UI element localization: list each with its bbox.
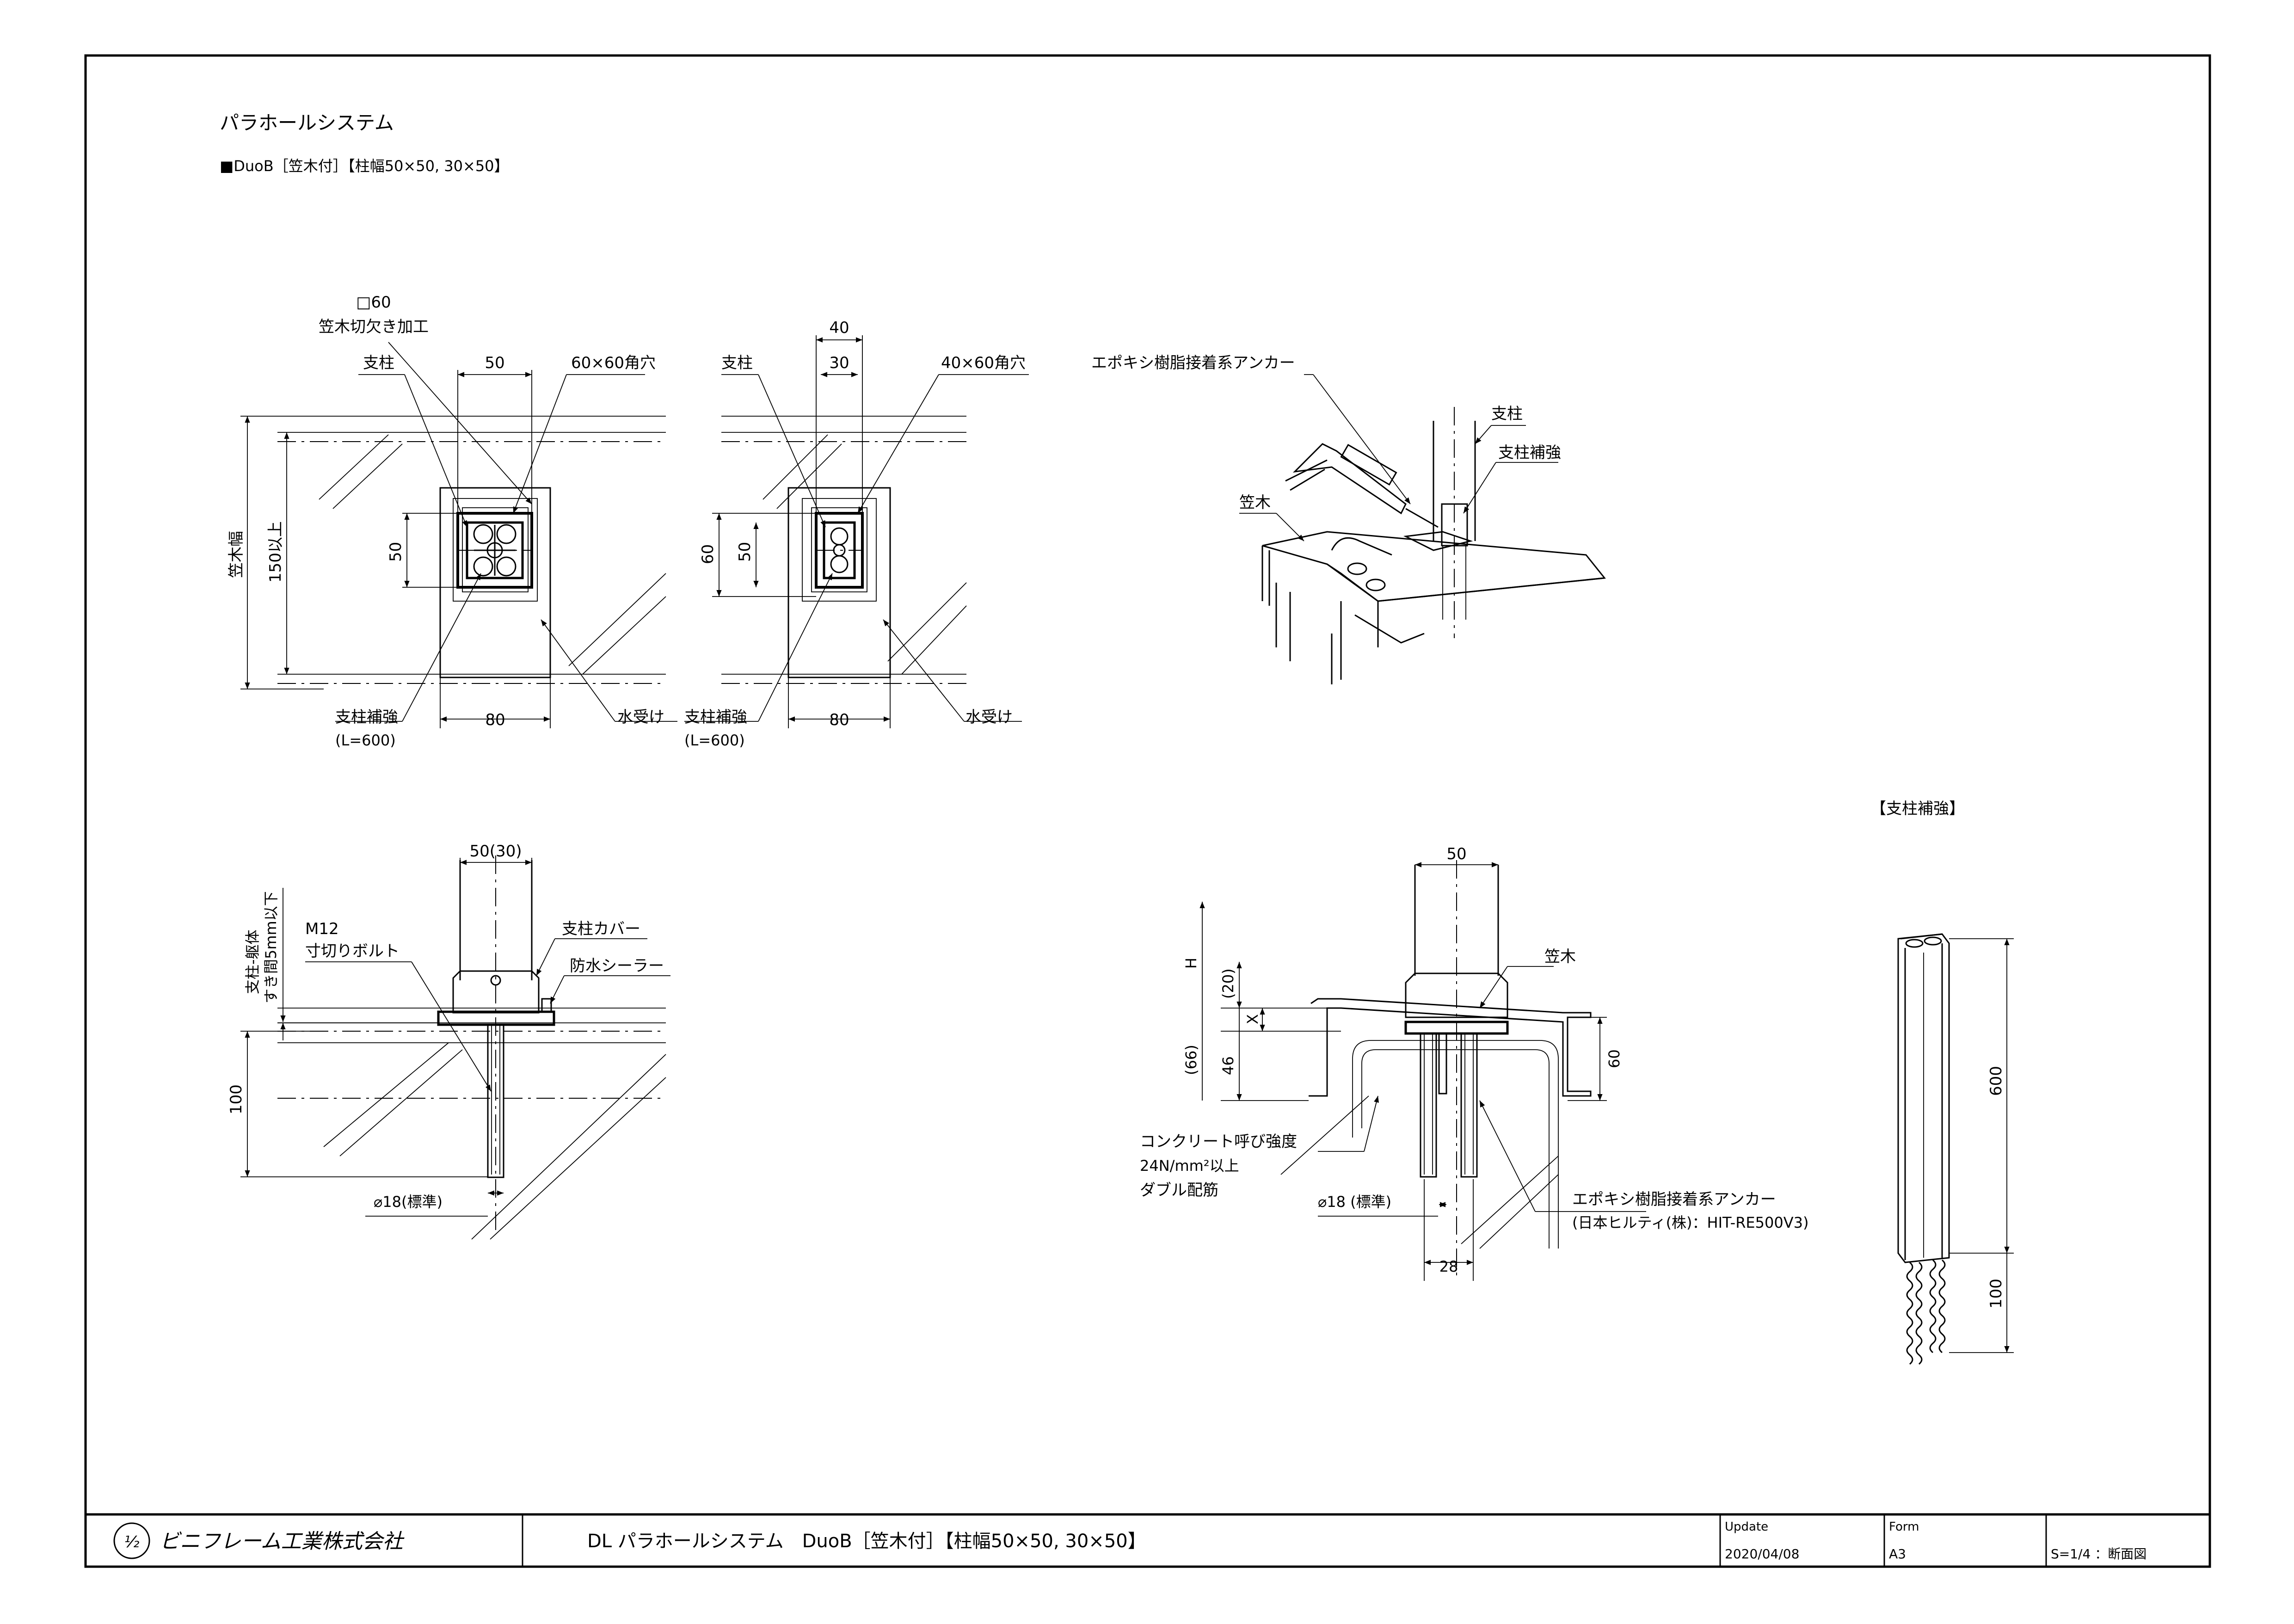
label-h: H [1182,958,1200,969]
label-square-60: □60 [356,293,391,312]
dim-x: X [1244,1014,1261,1024]
drawing-title: DL パラホールシステム DuoB［笠木付］【柱幅50×50, 30×50】 [587,1531,1146,1552]
section-view-left [240,855,670,1240]
dim-60-left: 60 [699,544,717,564]
dim-80-1: 80 [485,711,505,729]
label-water-2: 水受け [966,708,1013,726]
label-hole-40x60: 40×60角穴 [941,354,1026,372]
label-sealer: 防水シーラー [570,957,664,975]
label-concrete-1: コンクリート呼び強度 [1140,1132,1297,1151]
label-post-1: 支柱 [363,354,394,372]
label-reinforce-1: 支柱補強 [335,708,398,726]
label-post-iso: 支柱 [1491,405,1523,423]
label-anchor-section-1: エポキシ樹脂接着系アンカー [1572,1190,1776,1209]
dim-60-right: 60 [1605,1049,1623,1068]
svg-text:½: ½ [124,1533,140,1551]
label-reinforce-2: 支柱補強 [684,708,747,726]
label-anchor-section-2: (日本ヒルティ(株)：HIT-RE500V3) [1572,1214,1808,1231]
dim-20: (20) [1219,968,1237,999]
dim-100-left: 100 [227,1084,246,1114]
page-title: パラホールシステム [220,111,394,134]
label-dia-18-left: ⌀18(標準) [374,1193,443,1211]
dim-50-30: 50(30) [469,842,522,861]
label-water-1: 水受け [617,708,664,726]
dim-100-reinforce: 100 [1987,1279,2005,1309]
update-label: Update [1725,1520,1768,1534]
label-post-2: 支柱 [721,354,753,372]
label-kasagi-section: 笠木 [1544,947,1576,966]
label-reinforce-len-1: (L=600) [335,732,396,749]
dim-28: 28 [1439,1258,1458,1275]
scale-label: S=1/4 ：断面図 [2051,1546,2146,1562]
dim-50-left-2: 50 [736,542,754,562]
section-view-mid [1199,860,1646,1281]
company-logo-icon [113,1522,150,1559]
label-concrete-2: 24N/mm²以上 [1140,1157,1239,1175]
title-block: ½ [86,1513,2210,1567]
dim-kasagi-width: 笠木幅 [227,531,246,578]
label-cut-process: 笠木切欠き加工 [319,318,429,336]
dim-150-min: 150以上 [266,521,285,583]
dim-50-left: 50 [387,542,405,562]
sheet-border [84,54,2211,1568]
dim-30-top: 30 [829,354,849,372]
label-gap-1: 支柱-躯体 [244,929,261,994]
reinforce-detail-title: 【支柱補強】 [1870,800,1965,818]
label-reinforce-len-2: (L=600) [684,732,745,749]
label-bolt-cut: 寸切りボルト [305,942,400,960]
label-anchor-iso: エポキシ樹脂接着系アンカー [1091,354,1295,372]
dim-50-top: 50 [485,354,504,372]
update-value: 2020/04/08 [1725,1546,1799,1562]
dim-80-2: 80 [829,711,849,729]
reinforce-detail [1897,933,2014,1365]
label-hole-60x60: 60×60角穴 [571,354,656,372]
dim-66: (66) [1182,1045,1200,1075]
form-value: A3 [1889,1546,1906,1562]
dim-50-mid: 50 [1446,845,1466,863]
form-label: Form [1889,1520,1919,1534]
label-post-cover: 支柱カバー [562,920,640,938]
label-dia-18-mid: ⌀18 (標準) [1318,1193,1391,1211]
label-bolt-m12: M12 [305,920,339,938]
isometric-view [1239,374,1606,684]
plan-view-30x50 [684,335,1029,728]
label-reinforce-iso: 支柱補強 [1498,443,1561,462]
dim-600: 600 [1987,1066,2005,1096]
page-subtitle: ■DuoB［笠木付］【柱幅50×50, 30×50】 [220,157,509,175]
label-concrete-3: ダブル配筋 [1140,1181,1218,1200]
label-gap-2: すき間5mm以下 [262,891,280,1003]
dim-46: 46 [1219,1056,1237,1075]
dim-40-top: 40 [829,319,849,337]
company-name: ビニフレーム工業株式会社 [160,1530,405,1553]
plan-view-50x50 [240,342,677,728]
label-kasagi-iso: 笠木 [1239,493,1271,512]
